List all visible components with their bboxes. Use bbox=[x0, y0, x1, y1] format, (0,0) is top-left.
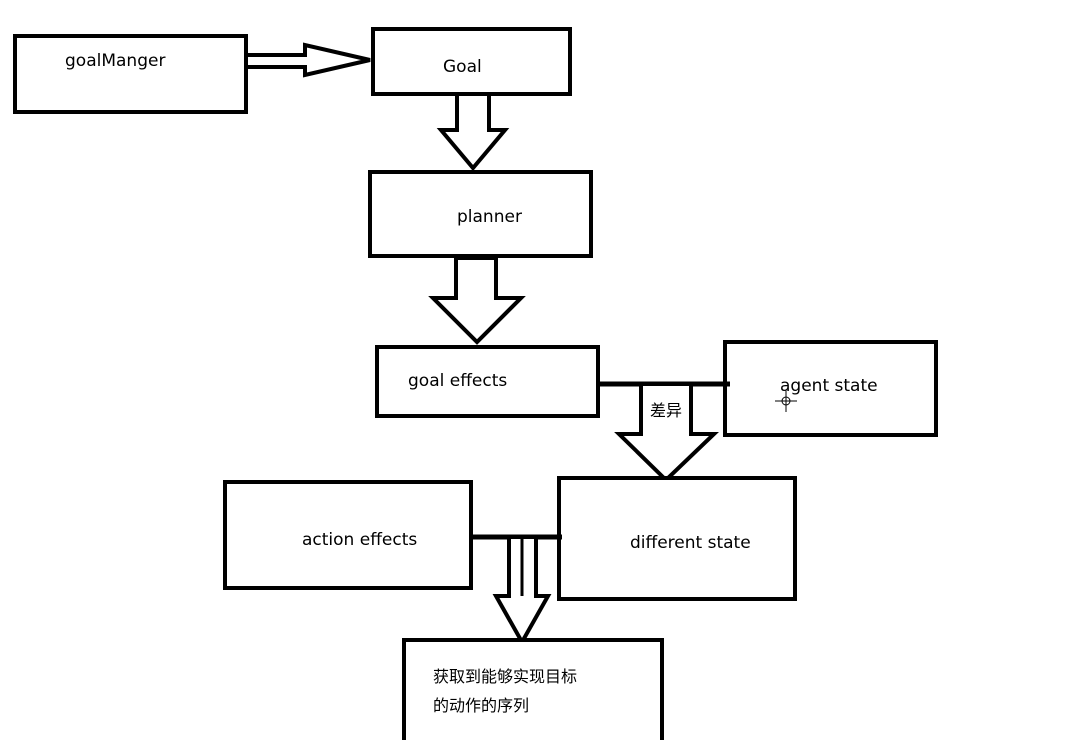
cursor-crosshair-icon bbox=[775, 390, 797, 412]
node-action-effects: action effects bbox=[223, 480, 473, 590]
node-planner: planner bbox=[368, 170, 593, 258]
node-result: 获取到能够实现目标 的动作的序列 bbox=[402, 638, 664, 740]
node-goal: Goal bbox=[371, 27, 572, 96]
node-result-line1: 获取到能够实现目标 bbox=[433, 667, 577, 686]
node-goal-effects: goal effects bbox=[375, 345, 600, 418]
arrow-planner-to-goal-effects bbox=[428, 256, 526, 345]
node-agent-state-label: agent state bbox=[780, 376, 878, 396]
node-planner-label: planner bbox=[457, 207, 522, 227]
node-goal-label: Goal bbox=[443, 57, 482, 77]
edge-difference-label: 差异 bbox=[650, 401, 682, 420]
node-goal-manager: goalManger bbox=[13, 34, 248, 114]
arrow-difference-to-different-state bbox=[614, 382, 719, 483]
arrow-goal-manager-to-goal bbox=[244, 42, 371, 78]
node-result-line2: 的动作的序列 bbox=[433, 696, 529, 715]
node-different-state: different state bbox=[557, 476, 797, 601]
arrow-goal-to-planner bbox=[436, 92, 510, 172]
node-action-effects-label: action effects bbox=[302, 530, 417, 550]
node-goal-manager-label: goalManger bbox=[65, 51, 165, 71]
node-agent-state: agent state bbox=[723, 340, 938, 437]
node-goal-effects-label: goal effects bbox=[408, 371, 507, 391]
node-different-state-label: different state bbox=[630, 533, 751, 553]
